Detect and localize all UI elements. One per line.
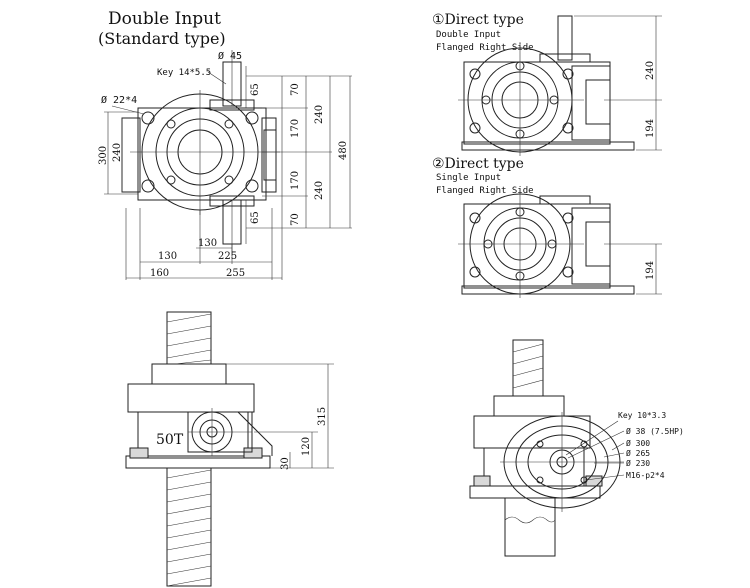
- upper-input-shaft: [209, 50, 255, 111]
- right-dimensions: [245, 66, 352, 244]
- dia-265-label: Ø 265: [626, 448, 650, 458]
- gear-50t-label: 50T: [156, 432, 184, 448]
- dim-65-top: 65: [250, 83, 261, 96]
- dim-160: 160: [150, 268, 169, 279]
- dim-170-bot: 170: [290, 171, 301, 190]
- direct-type-2-line2: Flanged Right Side: [436, 186, 534, 196]
- direct-type-2-view: ②Direct type Single Input Flanged Right …: [432, 156, 662, 298]
- dim-70-top: 70: [290, 83, 301, 96]
- dim-70-bot: 70: [290, 213, 301, 226]
- top-left-view: Double Input (Standard type): [98, 9, 352, 280]
- shaft-dia-label: Ø 45: [218, 50, 242, 62]
- dim-255: 255: [226, 268, 245, 279]
- dim-240-top: 240: [314, 105, 325, 124]
- bottom-dimensions: [125, 208, 283, 280]
- direct-type-2-title: ②Direct type: [432, 156, 524, 172]
- front-elevation-view: Key 10*3.3 Ø 38 (7.5HP) Ø 300 Ø 265 Ø 23…: [469, 339, 684, 557]
- dim-65-bot: 65: [250, 211, 261, 224]
- dim-30: 30: [280, 457, 291, 470]
- dim-130-a: 130: [198, 238, 217, 249]
- dim-130-b: 130: [158, 251, 177, 262]
- direct-type-1-dim-194: 194: [645, 119, 656, 138]
- direct-type-2-line1: Single Input: [436, 173, 501, 183]
- dia-230-label: Ø 230: [626, 458, 650, 468]
- direct-type-1-title: ①Direct type: [432, 12, 524, 28]
- direct-type-1-line1: Double Input: [436, 30, 501, 40]
- key-label: Key 14*5.5: [157, 68, 211, 78]
- direct-type-2-dim-194: 194: [645, 261, 656, 280]
- shaft-38-label: Ø 38 (7.5HP): [626, 426, 684, 436]
- dim-300: 300: [98, 146, 109, 165]
- dim-315: 315: [317, 407, 328, 426]
- direct-type-1-view: ①Direct type Double Input Flanged Right …: [432, 12, 662, 156]
- left-dimensions: [104, 111, 138, 195]
- dim-225: 225: [218, 251, 237, 262]
- side-elevation-view: 50T 315 120 30: [125, 311, 334, 587]
- dim-240-bot: 240: [314, 181, 325, 200]
- bolts-label: M16-p2*4: [626, 471, 665, 480]
- dia-300-label: Ø 300: [626, 438, 650, 448]
- bolt-holes-label: Ø 22*4: [101, 94, 137, 106]
- subtitle-standard-type: (Standard type): [98, 29, 226, 48]
- direct-type-1-dim-240: 240: [645, 61, 656, 80]
- title-double-input: Double Input: [108, 9, 221, 29]
- dim-240-left: 240: [112, 143, 123, 162]
- dim-170-top: 170: [290, 119, 301, 138]
- key-10-label: Key 10*3.3: [618, 411, 666, 420]
- gearbox-body-plan: [121, 90, 280, 215]
- dim-480: 480: [338, 141, 349, 160]
- direct-type-1-line2: Flanged Right Side: [436, 43, 534, 53]
- dim-120: 120: [301, 437, 312, 456]
